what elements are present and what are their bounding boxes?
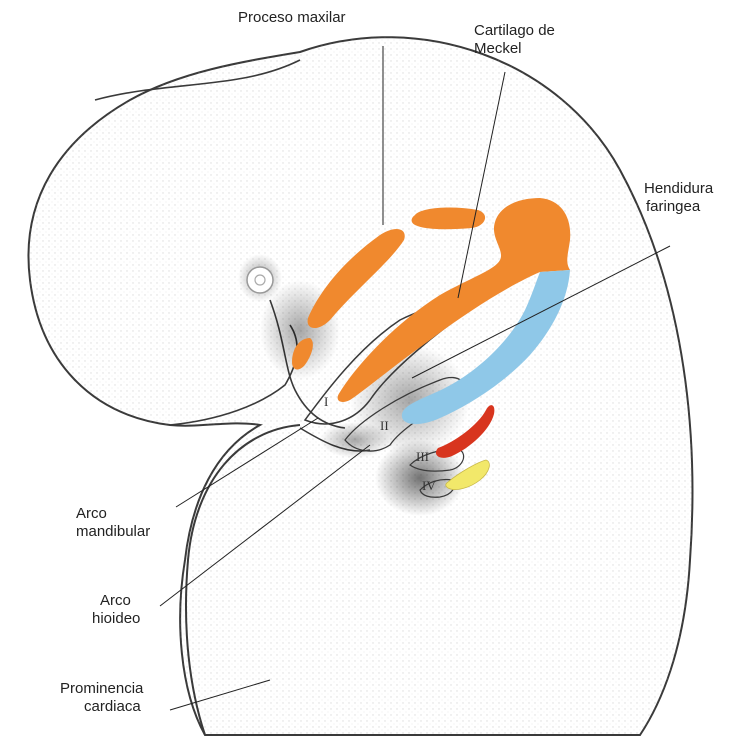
arch-numeral-ii: II — [380, 418, 389, 433]
label-arco-mandibular-line2: mandibular — [76, 523, 150, 541]
label-hendidura-faringea-line2: faringea — [646, 198, 700, 216]
label-arco-mandibular-line1: Arco — [76, 505, 107, 523]
arch-numeral-iv: IV — [422, 478, 436, 493]
label-prominencia-cardiaca-line2: cardiaca — [84, 698, 141, 716]
eye-placode — [238, 254, 282, 302]
label-arco-hioideo-line2: hioideo — [92, 610, 140, 628]
label-cartilago-meckel-line1: Cartilago de — [474, 22, 555, 40]
label-cartilago-meckel-line2: Meckel — [474, 40, 522, 58]
label-proceso-maxilar: Proceso maxilar — [238, 9, 346, 27]
label-hendidura-faringea-line1: Hendidura — [644, 180, 713, 198]
label-arco-hioideo-line1: Arco — [100, 592, 131, 610]
arch-numeral-iii: III — [416, 449, 429, 464]
label-prominencia-cardiaca-line1: Prominencia — [60, 680, 143, 698]
arch-numeral-i: I — [324, 394, 328, 409]
